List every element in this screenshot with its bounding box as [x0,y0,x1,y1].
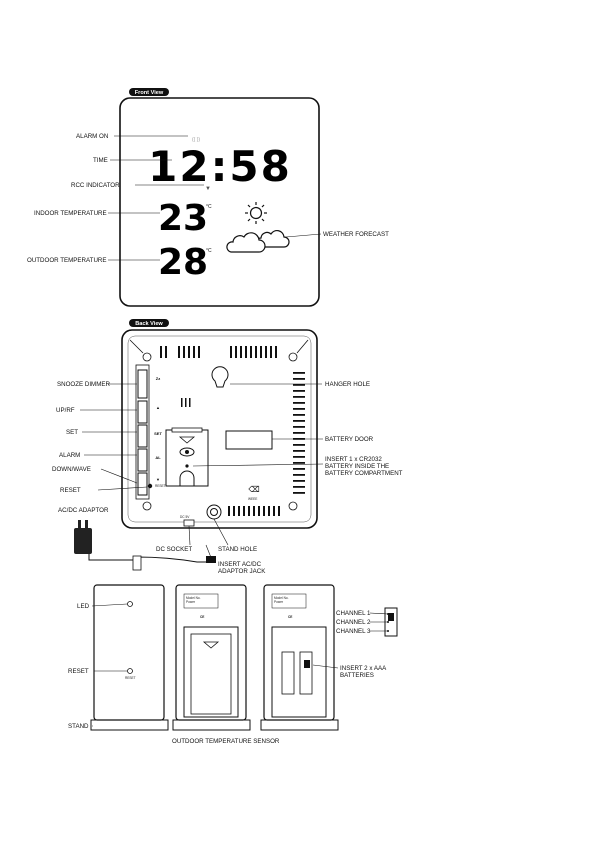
up-rf-label: UP/RF [56,407,75,414]
snooze-mark: Zz [156,376,160,381]
front-view: Front View (( )) 12:58 ▼ 23 °C 28 °C [27,88,389,307]
sun-icon [245,202,267,224]
alarm-button[interactable] [137,448,148,472]
time-display: 12:58 [148,142,292,191]
sensor-reset-label: RESET [68,668,89,675]
alarm-label: ALARM [59,452,80,459]
down-wave-button[interactable] [137,472,148,496]
down-mark: ▼ [156,477,160,482]
sensor-reset-button[interactable] [127,668,133,674]
outdoor-sensor: RESET Model No.Power CE Model No.Power C… [68,584,398,745]
back-view: Back View [52,319,403,575]
down-wave-label: DOWN/WAVE [52,466,91,473]
reset-button[interactable] [147,483,153,489]
insert-jack-label-2: ADAPTOR JACK [218,568,266,575]
insert-jack-label-1: INSERT AC/DC [218,561,262,568]
svg-text:Power: Power [186,600,196,604]
insert-aaa-label-2: BATTERIES [340,672,374,679]
battery-door[interactable] [225,430,273,450]
sensor-led [127,601,133,607]
indoor-temperature-label: INDOOR TEMPERATURE [34,210,107,217]
ac-dc-adaptor [74,520,216,571]
dc-socket[interactable] [183,519,195,527]
battery-insert-label-3: BATTERY COMPARTMENT [325,470,403,477]
front-view-title: Front View [135,90,164,96]
svg-text:CE: CE [288,615,292,619]
svg-text:Power: Power [274,600,284,604]
front-view-tag-bg [129,88,169,96]
ac-dc-adaptor-label: AC/DC ADAPTOR [58,507,109,514]
reset-mark: RESET [155,484,166,488]
rcc-indicator-label: RCC INDICATOR [71,182,120,189]
dc-mark: DC 5V [180,515,190,519]
sensor-back-closed: Model No.Power CE [172,584,251,731]
back-view-tag-bg [129,319,169,327]
sensor-caption: OUTDOOR TEMPERATURE SENSOR [172,738,280,745]
battery-compartment [165,427,209,487]
right-vents [293,372,305,494]
cloud-icon [226,229,290,253]
stand-label: STAND [68,723,89,730]
led-label: LED [77,603,90,610]
outdoor-temp-unit: °C [206,248,212,254]
battery-door-label: BATTERY DOOR [325,436,374,443]
svg-text:WEEE: WEEE [248,497,257,501]
sensor-reset-mark: RESET [125,676,136,680]
alarm-on-label: ALARM ON [76,133,108,140]
channel-2-label: CHANNEL 2 [336,619,371,626]
snooze-dimmer-label: SNOOZE DIMMER [57,381,110,388]
up-mark: ▲ [156,405,160,410]
corner-screws [129,339,309,511]
stand-hole [206,504,222,520]
set-mark: SET [154,431,162,436]
rcc-indicator-icon: ▼ [205,186,211,192]
channel-3-label: CHANNEL 3 [336,628,371,635]
clock-back-body [121,329,318,529]
set-label: SET [66,429,78,436]
insert-aaa-label-1: INSERT 2 x AAA [340,665,387,672]
reset-label: RESET [60,487,81,494]
indoor-temp-display: 23 [158,198,208,239]
alarm-mark: AL [155,455,161,460]
set-button[interactable] [137,424,148,448]
hanger-hole-label: HANGER HOLE [325,381,370,388]
outdoor-temperature-label: OUTDOOR TEMPERATURE [27,257,107,264]
sensor-ce-mark: CE [200,615,204,619]
weather-forecast-label: WEATHER FORECAST [323,231,389,238]
battery-insert-label-1: INSERT 1 x CR2032 [325,456,382,463]
outdoor-temp-display: 28 [158,242,208,283]
weee-icon: ⌫ [248,485,259,494]
channel-1-label: CHANNEL 1 [336,610,371,617]
sensor-back-open: Model No.Power CE [260,584,398,731]
center-vents [181,398,191,407]
sensor-front: RESET [90,584,169,731]
svg-text:Model No.: Model No. [186,596,201,600]
svg-text:Model No.: Model No. [274,596,289,600]
top-vents [160,346,277,358]
aaa-battery-2 [299,651,313,695]
bottom-vents [228,506,280,516]
alarm-indicator: (( )) [192,137,200,143]
snooze-dimmer-button[interactable] [137,369,148,399]
hanger-hole [211,366,229,388]
stand-hole-label: STAND HOLE [218,546,257,553]
aaa-battery-1 [281,651,295,695]
dc-socket-label: DC SOCKET [156,546,192,553]
up-rf-button[interactable] [137,400,148,424]
clock-front-body [119,97,320,307]
battery-insert-label-2: BATTERY INSIDE THE [325,463,389,470]
back-view-title: Back View [135,321,163,327]
time-label: TIME [93,157,108,164]
indoor-temp-unit: °C [206,204,212,210]
